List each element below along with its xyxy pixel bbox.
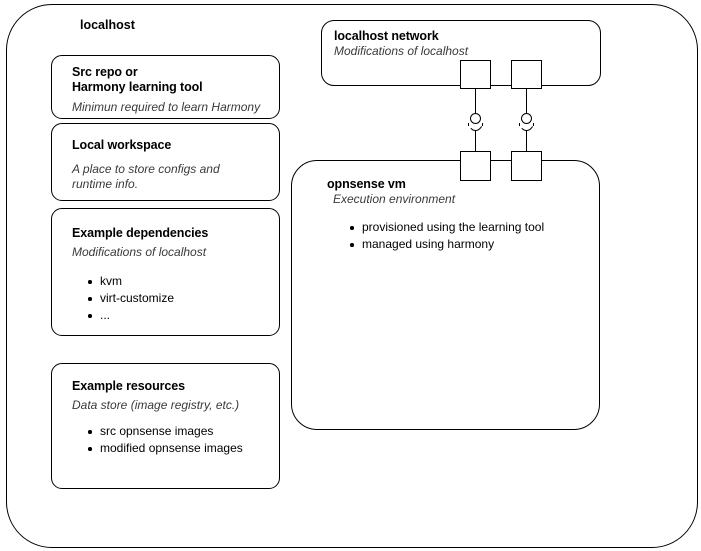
connector-wire-left-lower: [475, 131, 477, 151]
connector-wire-right-lower: [526, 131, 528, 151]
node-example-dependencies[interactable]: Example dependencies Modifications of lo…: [51, 208, 280, 336]
node-opnsense-vm-subtitle: Execution environment: [333, 192, 456, 206]
node-localhost-network-subtitle: Modifications of localhost: [334, 44, 469, 58]
list-item: modified opnsense images: [88, 440, 269, 457]
node-example-dependencies-title: Example dependencies: [72, 226, 209, 240]
node-opnsense-vm[interactable]: opnsense vm Execution environment provis…: [291, 160, 600, 430]
node-localhost-network-title: localhost network: [334, 29, 439, 43]
list-item: ...: [88, 307, 269, 324]
node-src-repo-title: Src repo or Harmony learning tool: [72, 65, 203, 94]
required-interface-socket-left: [467, 122, 484, 131]
connector-wire-left-upper: [475, 89, 477, 113]
list-item: src opnsense images: [88, 423, 269, 440]
list-item: virt-customize: [88, 290, 269, 307]
node-example-dependencies-subtitle: Modifications of localhost: [72, 245, 207, 259]
list-item: managed using harmony: [350, 236, 589, 253]
node-src-repo-subtitle: Minimun required to learn Harmony: [72, 100, 261, 114]
list-item: kvm: [88, 273, 269, 290]
node-local-workspace[interactable]: Local workspace A place to store configs…: [51, 123, 280, 201]
node-local-workspace-subtitle: A place to store configs and runtime inf…: [72, 162, 220, 191]
node-opnsense-vm-title: opnsense vm: [327, 177, 406, 191]
port-network-right[interactable]: [511, 60, 542, 89]
node-example-resources[interactable]: Example resources Data store (image regi…: [51, 363, 280, 489]
port-network-left[interactable]: [460, 60, 491, 89]
port-vm-right[interactable]: [511, 151, 542, 181]
node-src-repo[interactable]: Src repo or Harmony learning tool Minimu…: [51, 55, 280, 119]
connector-wire-right-upper: [526, 89, 528, 113]
node-example-resources-subtitle: Data store (image registry, etc.): [72, 398, 240, 412]
node-example-resources-bullets: src opnsense images modified opnsense im…: [72, 423, 269, 457]
required-interface-socket-right: [518, 122, 535, 131]
node-opnsense-vm-bullets: provisioned using the learning tool mana…: [327, 219, 589, 253]
node-example-resources-title: Example resources: [72, 379, 185, 393]
port-vm-left[interactable]: [460, 151, 491, 181]
node-local-workspace-title: Local workspace: [72, 138, 172, 152]
node-example-dependencies-bullets: kvm virt-customize ...: [72, 273, 269, 324]
list-item: provisioned using the learning tool: [350, 219, 589, 236]
localhost-label: localhost: [80, 18, 135, 32]
